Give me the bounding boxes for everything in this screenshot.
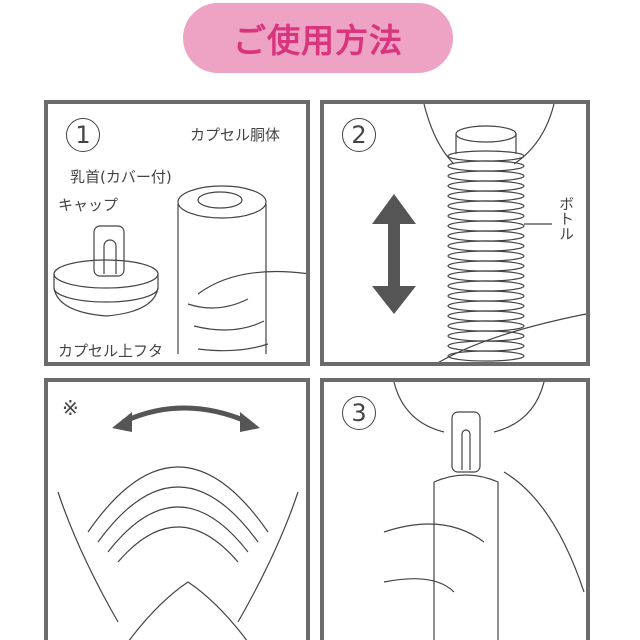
step-2-panel: 2 ボトル (320, 100, 590, 366)
bottle-stretch-illustration (372, 104, 586, 362)
label-capsule-body: カプセル胴体 (190, 126, 281, 144)
step-3-panel: 3 (320, 378, 590, 640)
bottle-assemble-illustration (383, 382, 585, 640)
capsule-parts-illustration (53, 185, 306, 354)
step-number-1: 1 (66, 118, 100, 152)
curved-arrow-icon (112, 405, 260, 432)
step-number-2: 2 (342, 118, 376, 152)
step-number-3: 3 (342, 396, 376, 430)
note-mark: ※ (62, 396, 79, 420)
label-capsule-lid: カプセル上フタ (58, 342, 164, 360)
up-down-arrow-icon (372, 194, 416, 314)
step-1-panel: 1 カプセル胴体 乳首(カバー付) キャップ カプセル上フタ (44, 100, 310, 366)
page-title: ご使用方法 (233, 21, 403, 60)
label-cap: キャップ (58, 196, 119, 214)
bottle-bend-illustration (57, 405, 299, 640)
note-panel: ※ (44, 378, 310, 640)
label-nipple-with-cover: 乳首(カバー付) (70, 168, 172, 186)
usage-title-banner: ご使用方法 (183, 3, 453, 73)
label-bottle: ボトル (557, 196, 575, 241)
